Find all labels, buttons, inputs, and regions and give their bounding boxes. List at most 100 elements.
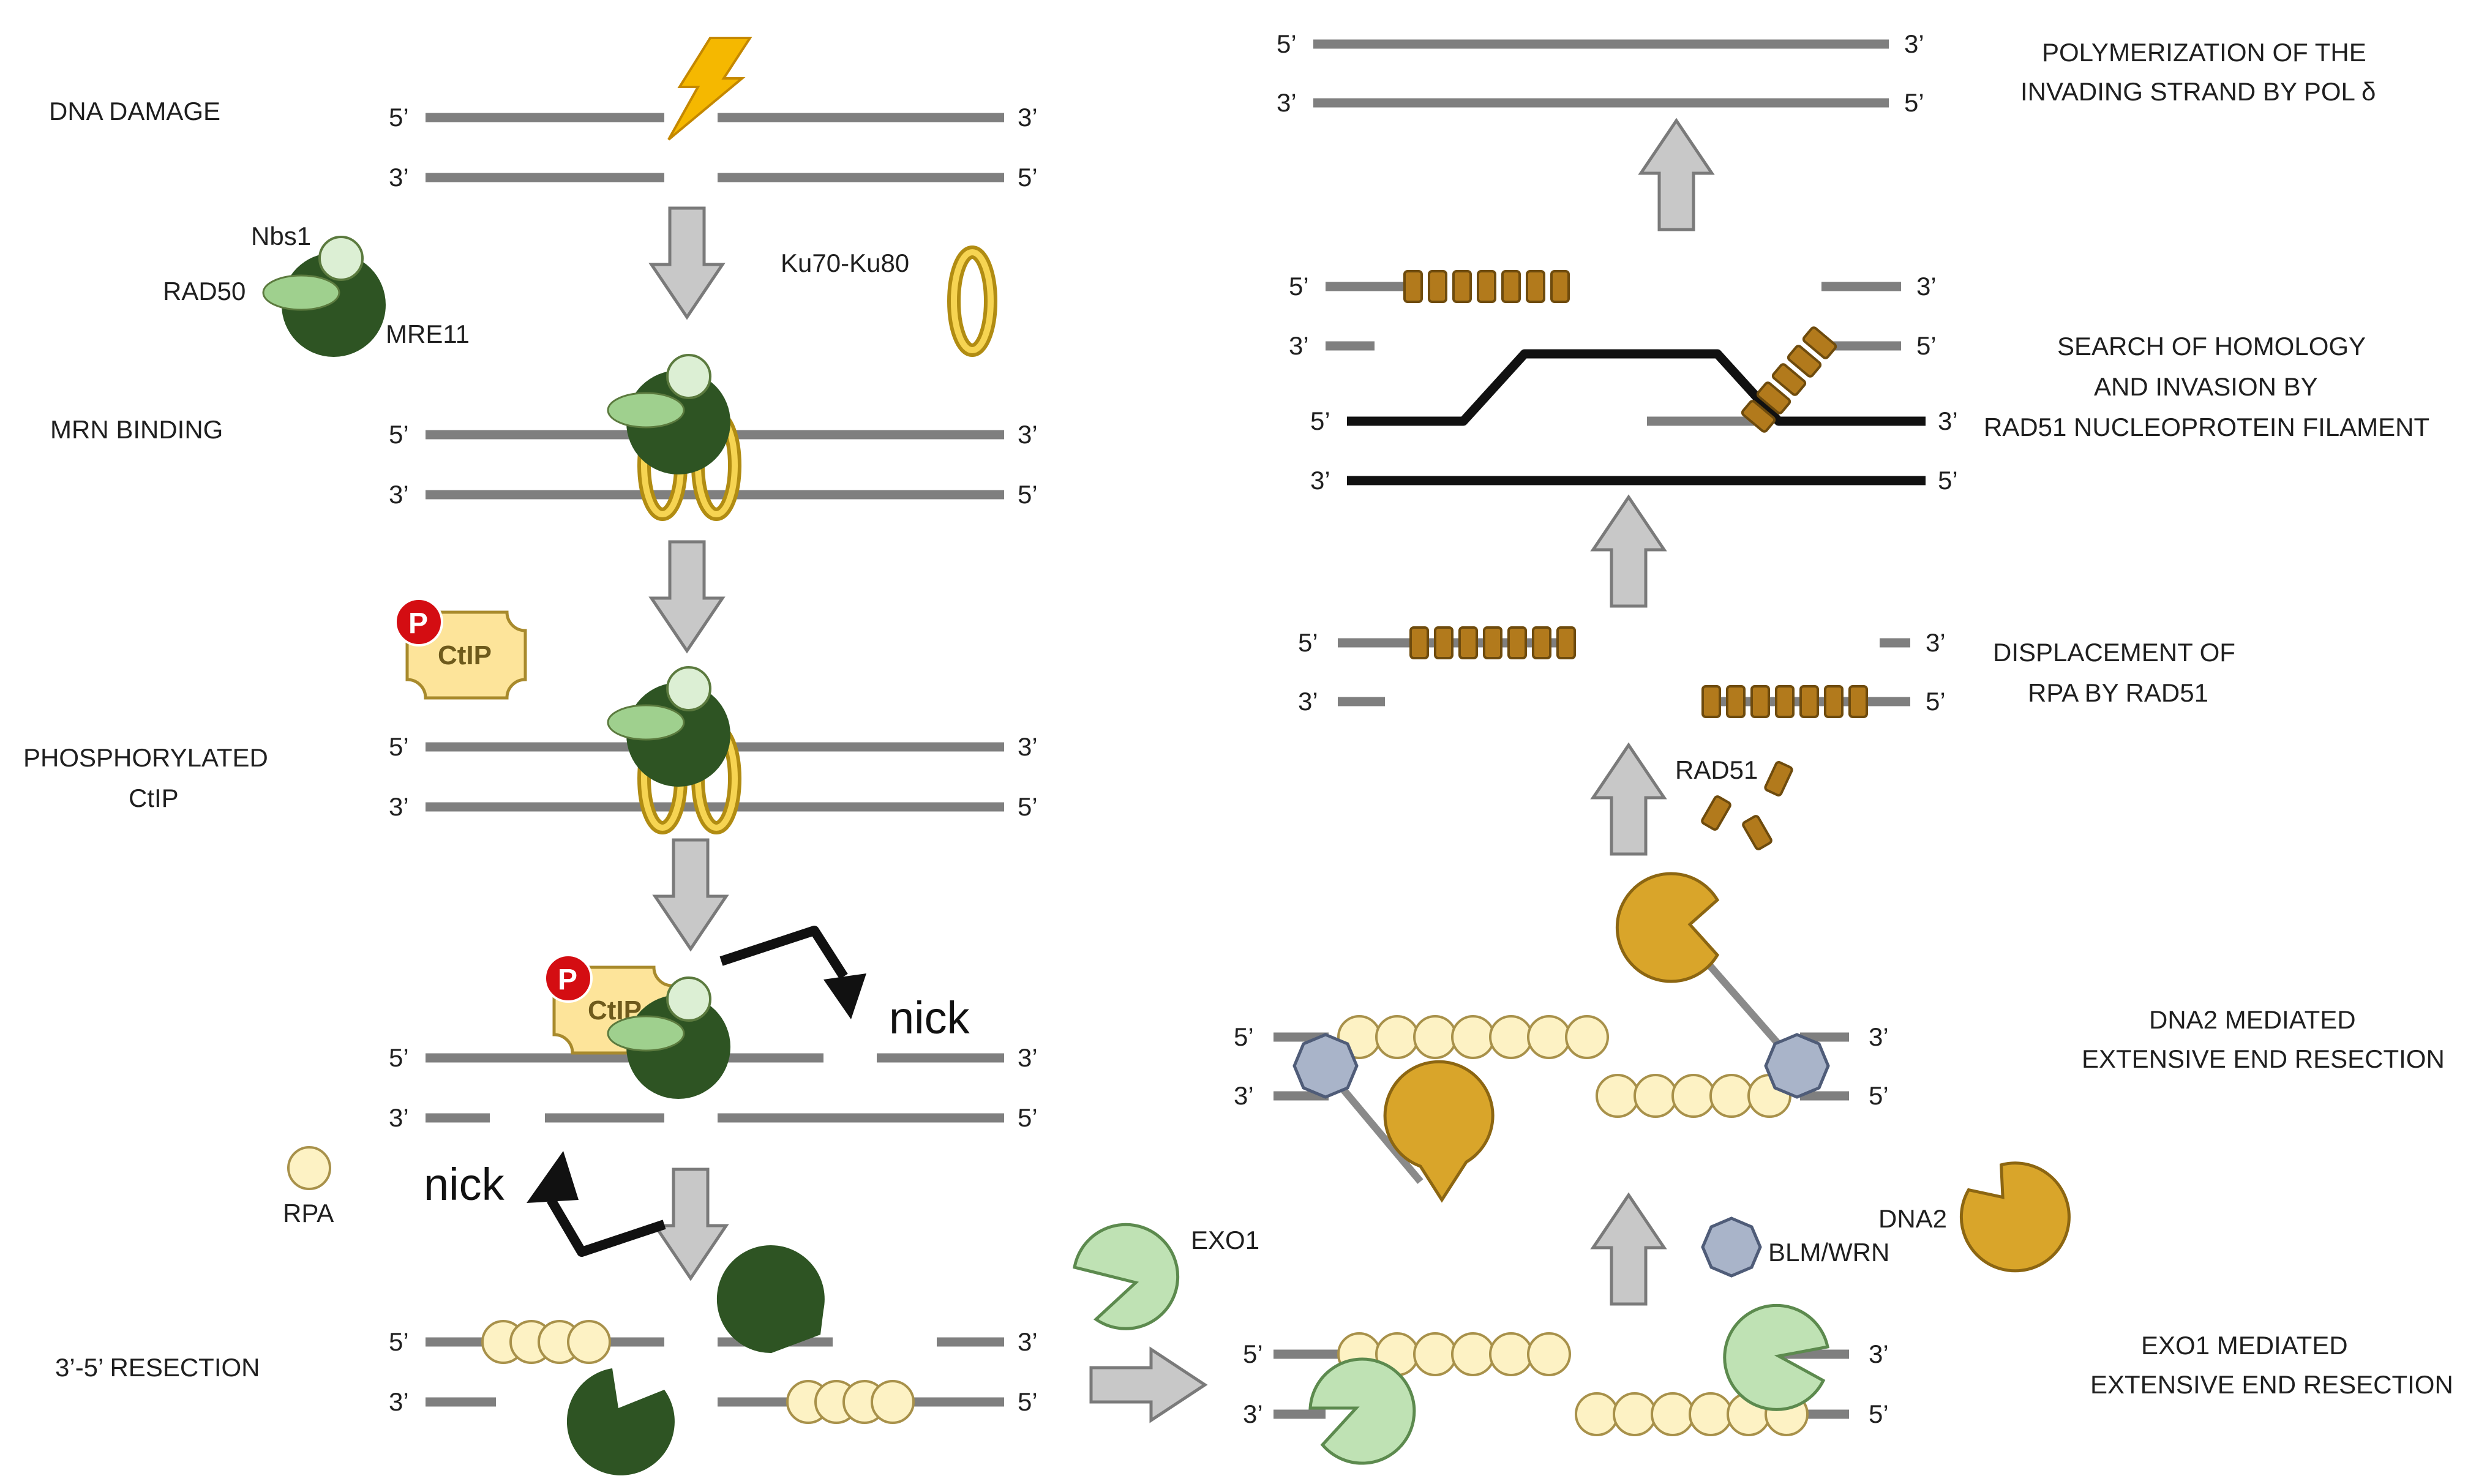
homology-search-duplex (1326, 270, 1926, 485)
label-rad50: RAD50 (163, 277, 246, 305)
dna2-resection-left (1274, 1015, 1609, 1203)
end-5-prime: 5’ (1904, 88, 1924, 117)
label-displacement-line2: RPA BY RAD51 (2028, 678, 2208, 707)
label-rad51: RAD51 (1675, 755, 1758, 784)
end-5-prime: 5’ (1869, 1400, 1889, 1428)
dna2-resection-right (1596, 872, 1849, 1118)
rpa-protein (287, 1146, 331, 1190)
label-ctip: CtIP (438, 640, 492, 670)
end-3-prime: 3’ (389, 1387, 409, 1416)
dna2-protein (1959, 1161, 2071, 1273)
end-5-prime: 5’ (1018, 1387, 1038, 1416)
end-3-prime: 3’ (1869, 1022, 1889, 1051)
end-5-prime: 5’ (1926, 687, 1946, 716)
nick-arrow-top (719, 926, 866, 1019)
label-ku70-ku80: Ku70-Ku80 (781, 249, 909, 277)
phospho-marker (394, 598, 443, 646)
rpa-cluster (786, 1380, 915, 1424)
label-phosphorylated-line1: PHOSPHORYLATED (23, 743, 268, 772)
end-3-prime: 3’ (1938, 407, 1958, 435)
end-3-prime: 3’ (1904, 29, 1924, 58)
exo1-protein (1308, 1357, 1416, 1465)
label-nick: nick (424, 1159, 505, 1210)
label-search-line3: RAD51 NUCLEOPROTEIN FILAMENT (1984, 413, 2429, 441)
end-3-prime: 3’ (1243, 1400, 1263, 1428)
end-3-prime: 3’ (1018, 1327, 1038, 1356)
rad50-protein (262, 274, 340, 311)
dna2-protein (1383, 1060, 1495, 1203)
label-search-line2: AND INVASION BY (2094, 372, 2318, 401)
right-arrow (1089, 1346, 1208, 1423)
label-mrn-binding: MRN BINDING (50, 415, 223, 444)
label-phosphorylated-line2: CtIP (129, 784, 179, 812)
end-5-prime: 5’ (1018, 480, 1038, 509)
end-3-prime: 3’ (389, 480, 409, 509)
blm-wrn-protein (1292, 1033, 1359, 1099)
label-dna2-mediated-line1: DNA2 MEDIATED (2149, 1005, 2356, 1034)
ku70-ku80-ring (947, 245, 997, 357)
nicked-duplex (426, 1053, 1004, 1123)
exo1-protein (1723, 1303, 1829, 1411)
label-search-line1: SEARCH OF HOMOLOGY (2057, 332, 2366, 361)
label-dna-damage: DNA DAMAGE (49, 97, 220, 126)
mrn-complex-bound (607, 354, 730, 474)
dna-damage-duplex (426, 113, 1004, 182)
exo1-protein (1073, 1223, 1180, 1330)
polymerization-duplex (1313, 39, 1889, 108)
end-3-prime: 3’ (1018, 103, 1038, 132)
end-5-prime: 5’ (1310, 407, 1330, 435)
mre11-pacman (566, 1368, 675, 1475)
label-blm-wrn: BLM/WRN (1768, 1238, 1889, 1267)
label-displacement-line1: DISPLACEMENT OF (1993, 638, 2235, 667)
label-polymerization-line2: INVADING STRAND BY POL δ (2020, 77, 2376, 106)
rad51-filament-duplex (1338, 626, 1910, 718)
down-arrow (651, 208, 722, 317)
end-5-prime: 5’ (389, 1327, 409, 1356)
end-5-prime: 5’ (1243, 1340, 1263, 1368)
lightning-bolt-icon (667, 37, 752, 141)
down-arrow (655, 1169, 726, 1278)
label-polymerization-line1: POLYMERIZATION OF THE (2042, 38, 2366, 67)
label-resection-35: 3’-5’ RESECTION (55, 1353, 260, 1382)
end-5-prime: 5’ (1018, 1103, 1038, 1132)
end-5-prime: 5’ (1916, 331, 1937, 360)
label-mre11: MRE11 (386, 320, 470, 348)
up-arrow (1593, 1195, 1664, 1304)
end-5-prime: 5’ (1938, 466, 1958, 495)
label-exo1-mediated-line2: EXTENSIVE END RESECTION (2090, 1370, 2453, 1399)
end-3-prime: 3’ (1018, 1043, 1038, 1072)
nbs1-protein (318, 236, 364, 281)
end-5-prime: 5’ (389, 103, 409, 132)
mrn-complex-free (262, 236, 386, 357)
down-arrow (651, 542, 722, 651)
end-5-prime: 5’ (1289, 272, 1309, 301)
end-3-prime: 3’ (389, 792, 409, 821)
dna2-protein (1615, 872, 1720, 983)
end-5-prime: 5’ (1298, 628, 1318, 657)
end-3-prime: 3’ (1018, 420, 1038, 449)
end-5-prime: 5’ (389, 1043, 409, 1072)
up-arrow (1593, 497, 1664, 606)
label-dna2: DNA2 (1878, 1204, 1947, 1233)
end-3-prime: 3’ (1926, 628, 1946, 657)
end-5-prime: 5’ (1234, 1022, 1254, 1051)
label-exo1-mediated-line1: EXO1 MEDIATED (2141, 1331, 2348, 1360)
exo1-resection-left (1274, 1332, 1571, 1465)
label-dna2-mediated-line2: EXTENSIVE END RESECTION (2082, 1044, 2445, 1073)
label-p: P (558, 964, 577, 996)
end-5-prime: 5’ (1277, 29, 1297, 58)
end-3-prime: 3’ (1869, 1340, 1889, 1368)
down-arrow (655, 840, 726, 949)
label-nick: nick (889, 992, 970, 1043)
end-5-prime: 5’ (1018, 792, 1038, 821)
mrn-complex-bound (607, 976, 730, 1099)
end-3-prime: 3’ (389, 1103, 409, 1132)
exo1-resection-right (1575, 1303, 1849, 1436)
nick-arrow-bottom (527, 1151, 666, 1257)
mre11-pacman (716, 1245, 825, 1354)
end-3-prime: 3’ (1277, 88, 1297, 117)
end-3-prime: 3’ (1234, 1081, 1254, 1110)
homologous-strand-top (1347, 349, 1926, 426)
end-3-prime: 3’ (389, 163, 409, 192)
